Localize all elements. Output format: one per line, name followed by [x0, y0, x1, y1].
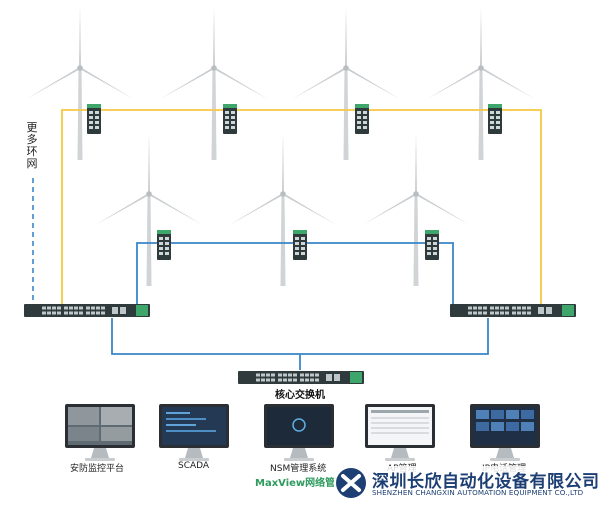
maxview-label: MaxView网络管理: [255, 478, 346, 489]
ring-switch: [425, 230, 439, 260]
wind-turbine: [291, 6, 401, 160]
wind-turbine: [361, 132, 471, 286]
monitor-ip-phone: [470, 404, 540, 461]
monitor-security: [65, 404, 135, 461]
aggregation-switch-left: [24, 304, 150, 317]
monitor-ap: [365, 404, 435, 461]
ring-switch: [355, 104, 369, 134]
company-name-cn: 深圳长欣自动化设备有限公司: [372, 472, 600, 492]
wind-turbine: [159, 6, 269, 160]
more-rings-label: 更多环网: [26, 121, 38, 170]
wind-turbine: [426, 6, 536, 160]
core-switch: [238, 371, 364, 384]
company-logo-icon: [336, 468, 366, 498]
company-name-en: SHENZHEN CHANGXIN AUTOMATION EQUIPMENT C…: [372, 488, 584, 497]
upper-ring-link: [61, 109, 542, 305]
ring-switch: [157, 230, 171, 260]
ring-switch: [488, 104, 502, 134]
company-watermark: 深圳长欣自动化设备有限公司 SHENZHEN CHANGXIN AUTOMATI…: [334, 466, 599, 500]
ring-switch: [223, 104, 237, 134]
monitor-label-security: 安防监控平台: [70, 464, 125, 474]
monitor-label-nsm: NSM管理系统: [270, 464, 327, 474]
core-uplink: [111, 318, 489, 370]
wind-turbine: [25, 6, 135, 160]
ring-switch: [87, 104, 101, 134]
ring-switch: [293, 230, 307, 260]
wind-turbine: [94, 132, 204, 286]
core-switch-label: 核心交换机: [275, 390, 325, 401]
monitor-nsm: [264, 404, 334, 461]
monitor-label-scada: SCADA: [178, 461, 210, 471]
monitor-scada: [159, 404, 229, 461]
aggregation-switch-right: [450, 304, 576, 317]
wind-turbine: [228, 132, 338, 286]
